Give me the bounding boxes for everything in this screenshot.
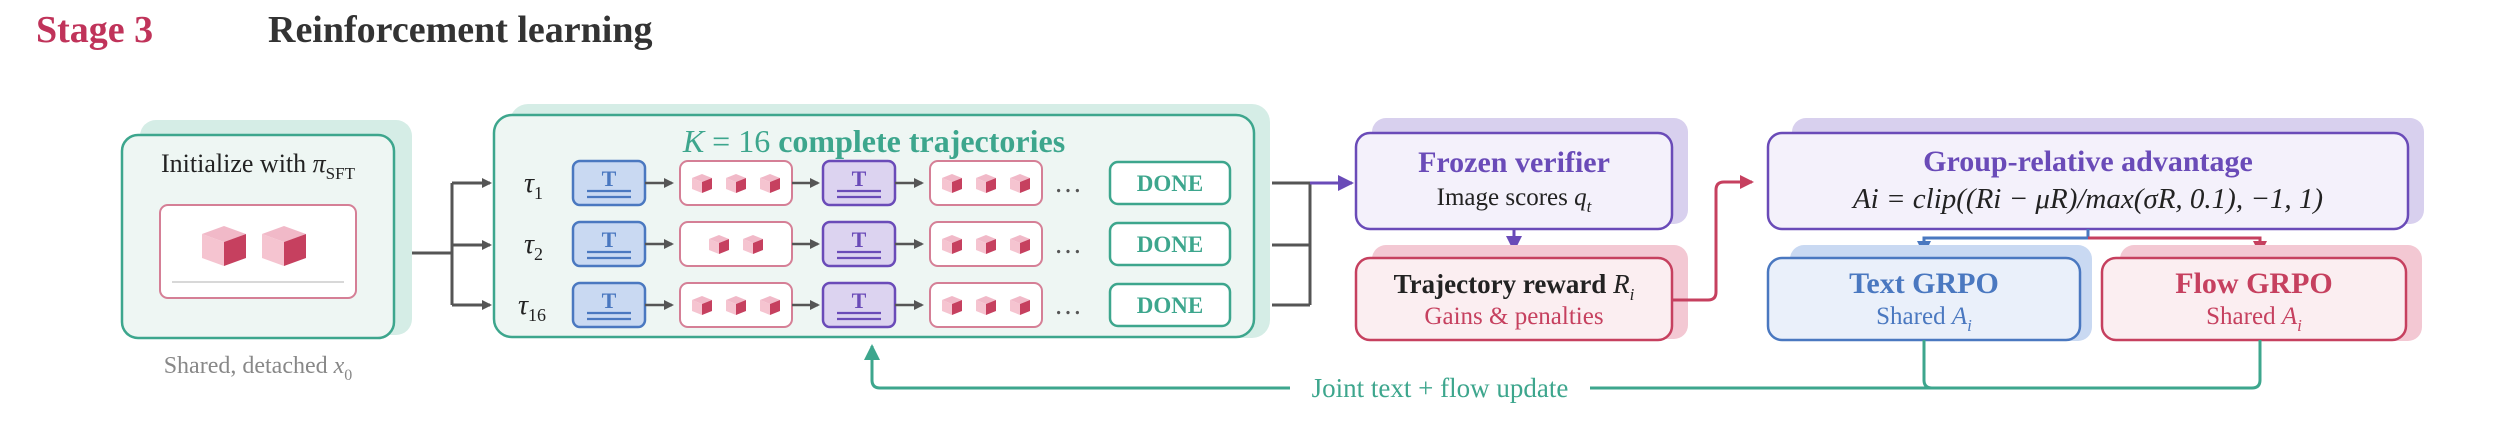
cube-icon bbox=[976, 174, 996, 193]
cube-icon bbox=[743, 235, 763, 254]
trajectory-row: τ16 T T … DONE bbox=[518, 281, 1232, 329]
trajectory-label: τ16 bbox=[518, 290, 546, 325]
cube-icon bbox=[692, 174, 712, 193]
cube-icon bbox=[942, 296, 962, 315]
trajectory-reward-block: Trajectory reward Ri Gains & penalties bbox=[1354, 245, 1688, 342]
trajectory-row: τ2 T T … DONE bbox=[524, 220, 1232, 268]
cube-icon bbox=[726, 296, 746, 315]
reward-to-advantage-arrow bbox=[1672, 175, 1754, 302]
ellipsis: … bbox=[1054, 168, 1082, 199]
advantage-title: Group-relative advantage bbox=[1923, 145, 2253, 178]
done-label: DONE bbox=[1137, 232, 1203, 257]
trajectories-title: K = 16 complete trajectories bbox=[682, 123, 1065, 159]
done-label: DONE bbox=[1137, 171, 1203, 196]
flow-grpo-title: Flow GRPO bbox=[2175, 267, 2333, 300]
text-grpo-title: Text GRPO bbox=[1849, 267, 1999, 300]
stage-label: Stage 3 bbox=[36, 9, 153, 51]
merge-connector bbox=[1272, 181, 1312, 307]
cube-icon bbox=[1010, 174, 1030, 193]
cube-icon bbox=[942, 174, 962, 193]
text-grpo-block: Text GRPO Shared Ai bbox=[1766, 245, 2092, 342]
text-token-label: T bbox=[852, 288, 867, 313]
reward-subtitle: Gains & penalties bbox=[1424, 303, 1603, 330]
trajectory-row: τ1 T T … DONE bbox=[524, 159, 1232, 207]
fan-out-connector bbox=[412, 178, 492, 310]
done-marker bbox=[1108, 282, 1232, 328]
init-block: Initialize with πSFT bbox=[120, 120, 412, 340]
text-token-label: T bbox=[602, 227, 617, 252]
text-token-label: T bbox=[852, 227, 867, 252]
text-token-label: T bbox=[852, 166, 867, 191]
trajectory-label: τ2 bbox=[524, 229, 543, 264]
advantage-block: Group-relative advantage Ai = clip((Ri −… bbox=[1766, 118, 2424, 231]
text-token-label: T bbox=[602, 166, 617, 191]
cube-icon bbox=[1010, 235, 1030, 254]
cube-icon bbox=[942, 235, 962, 254]
trajectory-label: τ1 bbox=[524, 168, 543, 203]
image-tokens bbox=[679, 221, 793, 267]
init-caption: Shared, detached x0 bbox=[164, 353, 353, 384]
verifier-title: Frozen verifier bbox=[1418, 146, 1610, 179]
cube-icon bbox=[692, 296, 712, 315]
text-token-label: T bbox=[602, 288, 617, 313]
latent-cube-icon bbox=[202, 226, 246, 266]
latent-image-frame bbox=[159, 204, 357, 299]
cube-icon bbox=[1010, 296, 1030, 315]
cube-icon bbox=[976, 235, 996, 254]
done-label: DONE bbox=[1137, 293, 1203, 318]
flow-grpo-sub: Shared Ai bbox=[2206, 303, 2302, 335]
cube-icon bbox=[760, 296, 780, 315]
flow-grpo-block: Flow GRPO Shared Ai bbox=[2100, 245, 2422, 342]
verifier-line: Image scores qt bbox=[1437, 184, 1593, 216]
ellipsis: … bbox=[1054, 229, 1082, 260]
cube-icon bbox=[726, 174, 746, 193]
feedback-label: Joint text + flow update bbox=[1312, 373, 1569, 403]
latent-cube-icon bbox=[262, 226, 306, 266]
text-grpo-sub: Shared Ai bbox=[1876, 303, 1972, 335]
init-title: Initialize with πSFT bbox=[161, 149, 356, 183]
stage-title: Reinforcement learning bbox=[268, 9, 653, 51]
done-marker bbox=[1108, 221, 1232, 267]
frozen-verifier-block: Frozen verifier Image scores qt bbox=[1354, 118, 1688, 231]
reward-title: Trajectory reward Ri bbox=[1394, 269, 1635, 304]
ellipsis: … bbox=[1054, 290, 1082, 321]
advantage-formula: Ai = clip((Ri − μR)/max(σR, 0.1), −1, 1) bbox=[1851, 183, 2323, 215]
done-marker bbox=[1108, 160, 1232, 206]
feedback-loop bbox=[864, 340, 2262, 390]
cube-icon bbox=[709, 235, 729, 254]
cube-icon bbox=[976, 296, 996, 315]
cube-icon bbox=[760, 174, 780, 193]
